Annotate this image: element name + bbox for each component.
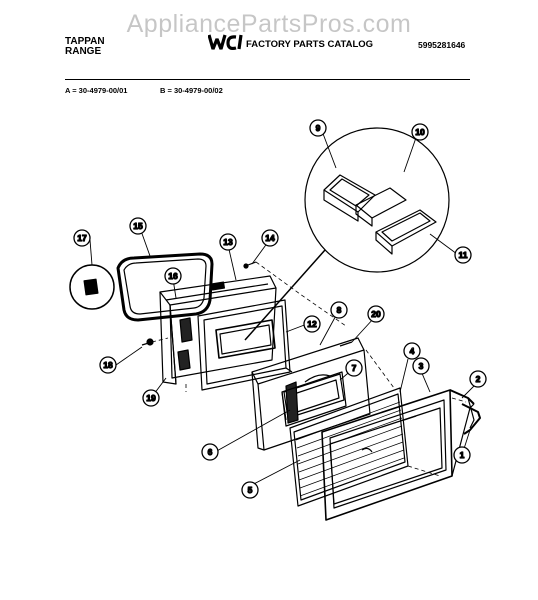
- model-a-label: A = 30-4979-00/01: [65, 86, 128, 95]
- handle-part: [461, 403, 481, 435]
- svg-text:6: 6: [208, 447, 213, 457]
- callout-14: 14: [261, 229, 279, 247]
- callout-2: 2: [469, 370, 487, 388]
- screw-part-18: [141, 338, 154, 346]
- screw-part-14: [243, 261, 257, 269]
- svg-text:8: 8: [337, 305, 342, 315]
- inset-spacer: [355, 187, 407, 227]
- middle-door-frame: [251, 337, 371, 451]
- callout-16: 16: [164, 267, 182, 285]
- mounting-bracket-6: [281, 391, 287, 421]
- callout-group: 1 2 3 4 5 6 7 8 9 10 11 12 13 14 15 16 1…: [73, 119, 487, 499]
- svg-text:3: 3: [419, 361, 424, 371]
- callout-3: 3: [412, 357, 430, 375]
- detail-inset: [304, 127, 450, 273]
- svg-text:20: 20: [371, 309, 381, 319]
- model-b-label: B = 30-4979-00/02: [160, 86, 223, 95]
- callout-19: 19: [142, 389, 160, 407]
- brand-line-1: TAPPAN: [65, 36, 105, 47]
- svg-text:5: 5: [248, 485, 253, 495]
- svg-text:13: 13: [223, 237, 233, 247]
- callout-4: 4: [403, 342, 421, 360]
- callout-13: 13: [219, 233, 237, 251]
- inset-leader-line: [244, 249, 326, 341]
- wci-logo: [207, 33, 244, 56]
- callout-5: 5: [241, 481, 259, 499]
- callout-17: 17: [73, 229, 91, 247]
- leader-lines: [89, 130, 475, 487]
- svg-text:12: 12: [307, 319, 317, 329]
- callout-6: 6: [201, 443, 219, 461]
- svg-text:7: 7: [352, 363, 357, 373]
- callout-18: 18: [99, 356, 117, 374]
- callout-1: 1: [453, 446, 471, 464]
- svg-text:9: 9: [316, 123, 321, 133]
- svg-text:4: 4: [410, 346, 415, 356]
- header-rule: [65, 79, 470, 80]
- callout-15: 15: [129, 217, 147, 235]
- catalog-title: FACTORY PARTS CATALOG: [246, 39, 374, 50]
- svg-text:2: 2: [476, 374, 481, 384]
- svg-text:15: 15: [133, 221, 143, 231]
- glass-hatching: [295, 401, 405, 497]
- wci-logo-icon: [207, 34, 243, 51]
- watermark: AppliancePartsPros.com: [126, 10, 412, 38]
- svg-text:17: 17: [77, 233, 87, 243]
- callout-10: 10: [411, 123, 429, 141]
- brand-line-2: RANGE: [65, 46, 102, 57]
- door-liner-part: [197, 299, 293, 391]
- callout-11: 11: [454, 246, 472, 264]
- callout-20: 20: [367, 305, 385, 323]
- svg-text:16: 16: [168, 271, 178, 281]
- svg-text:10: 10: [415, 127, 425, 137]
- svg-text:1: 1: [460, 450, 465, 460]
- svg-text:14: 14: [265, 233, 275, 243]
- inner-door-panel: [159, 275, 277, 385]
- callout-9: 9: [309, 119, 327, 137]
- door-gasket-part: [116, 252, 214, 322]
- catalog-number: 5995281646: [418, 40, 466, 50]
- inset-glass-pack-right: [375, 209, 437, 255]
- svg-text:19: 19: [146, 393, 156, 403]
- callout-8: 8: [330, 301, 348, 319]
- svg-text:18: 18: [103, 360, 113, 370]
- assembly-lines: [151, 261, 467, 477]
- round-shield-part: [69, 264, 115, 310]
- callout-7: 7: [345, 359, 363, 377]
- svg-text:11: 11: [459, 250, 468, 260]
- callout-12: 12: [303, 315, 321, 333]
